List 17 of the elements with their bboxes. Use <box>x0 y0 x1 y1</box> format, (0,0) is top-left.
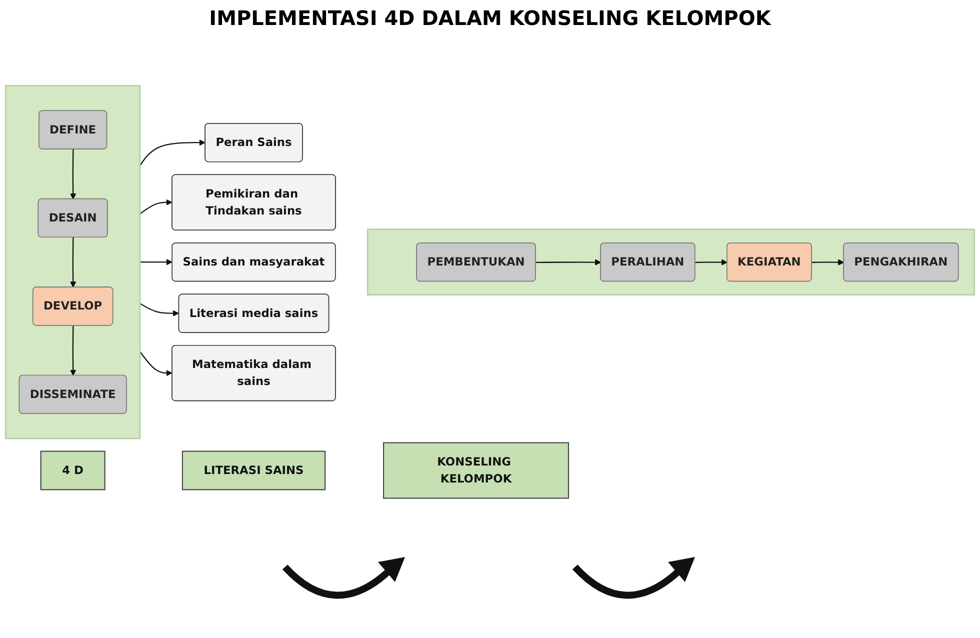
title: IMPLEMENTASI 4D DALAM KONSELING KELOMPOK <box>208 6 772 30</box>
arrow <box>139 351 172 376</box>
arrow <box>70 238 76 288</box>
cluster <box>366 228 976 296</box>
arrow <box>70 326 76 376</box>
arrow <box>139 140 206 166</box>
arrow <box>536 259 602 266</box>
node-box: 4 D <box>40 450 106 490</box>
arrow <box>812 259 844 266</box>
cluster <box>4 85 141 440</box>
arrow <box>695 259 728 266</box>
arrow <box>140 303 179 316</box>
arrow <box>140 199 172 214</box>
node-box: LITERASI SAINS <box>182 450 326 490</box>
node-box: KONSELING KELOMPOK <box>383 442 569 499</box>
arrow <box>70 149 76 200</box>
arrow <box>140 259 172 266</box>
